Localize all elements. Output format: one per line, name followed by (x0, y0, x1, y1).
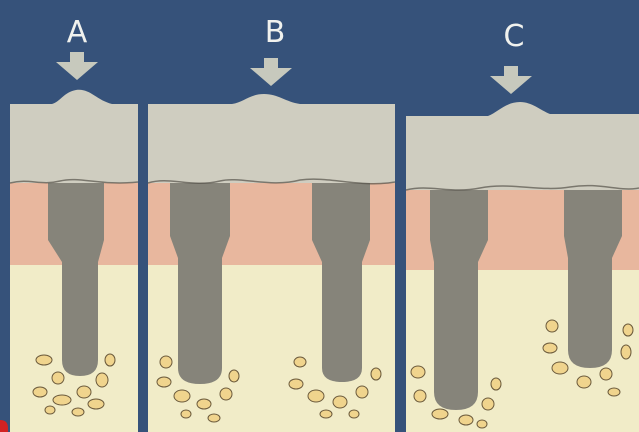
panel-a (10, 90, 138, 432)
panel-b (148, 94, 395, 432)
filled-plug-left (170, 183, 230, 384)
label-a: A (67, 15, 88, 50)
panel-c (406, 102, 639, 432)
upper-layer (148, 94, 395, 183)
label-c: C (504, 19, 525, 54)
label-b: B (265, 15, 286, 50)
